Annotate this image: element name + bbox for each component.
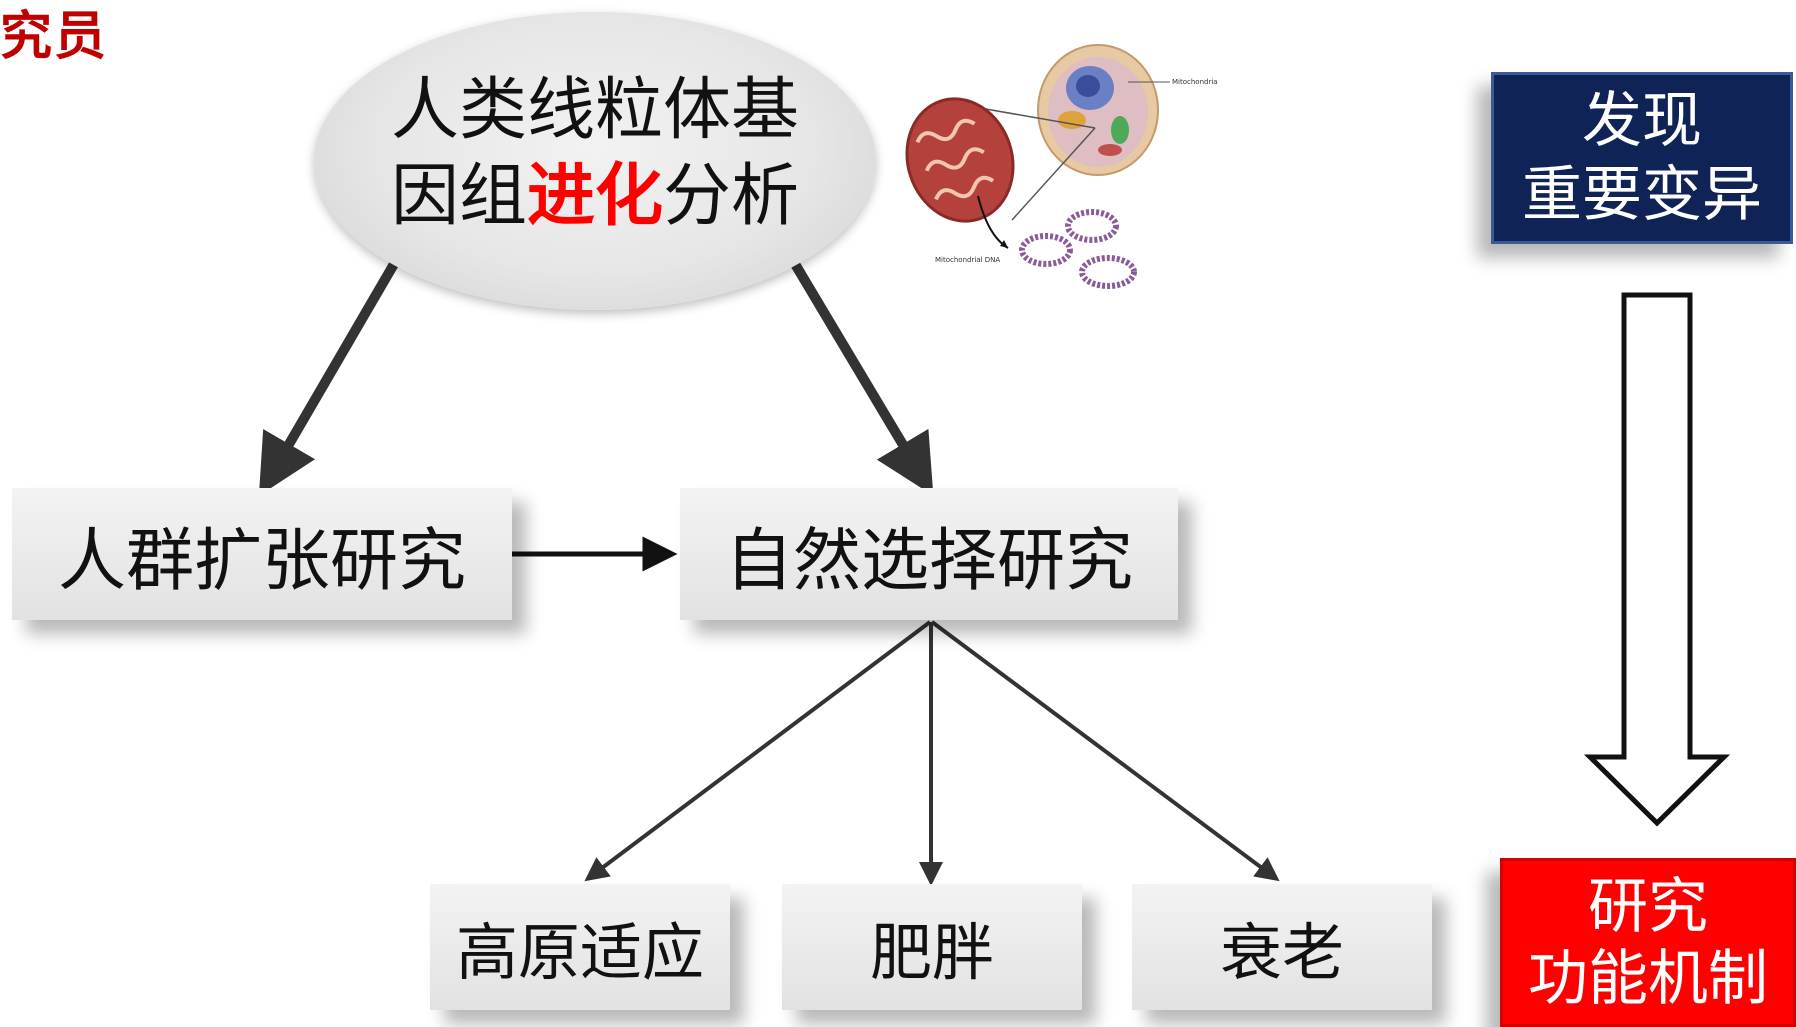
study-line-2: 功能机制 <box>1528 943 1768 1014</box>
ellipse-line-1: 人类线粒体基 <box>390 71 799 150</box>
ellipse-line-2-pre: 因组 <box>390 157 527 236</box>
discover-variants-box: 发现 重要变异 <box>1491 72 1793 244</box>
mitochondria-label: Mitochondria <box>1172 78 1218 86</box>
mtdna-label: Mitochondrial DNA <box>935 256 1000 264</box>
arrow-selection-to-aging <box>930 620 1280 882</box>
aging-label: 衰老 <box>1219 916 1344 989</box>
evolution-analysis-label: 人类线粒体基 因组进化分析 <box>314 68 876 240</box>
obesity-label: 肥胖 <box>869 916 994 989</box>
ellipse-line-2-post: 分析 <box>663 157 800 236</box>
high-altitude-label: 高原适应 <box>455 916 704 989</box>
study-line-1: 研究 <box>1588 871 1708 942</box>
natural-selection-label: 自然选择研究 <box>724 521 1133 601</box>
arrow-ellipse-to-selection <box>790 261 934 496</box>
evolution-analysis-ellipse <box>314 12 876 310</box>
discover-line-2: 重要变异 <box>1522 160 1762 230</box>
population-expansion-label: 人群扩张研究 <box>57 521 466 601</box>
discover-line-1: 发现 <box>1582 86 1702 156</box>
mitochondrion-icon <box>905 97 1015 223</box>
obesity-box: 肥胖 <box>782 884 1082 1010</box>
population-expansion-box: 人群扩张研究 <box>12 488 512 620</box>
mtdna-ring-icon <box>1019 233 1073 267</box>
ellipse-line-2-highlight: 进化 <box>526 157 663 236</box>
natural-selection-box: 自然选择研究 <box>680 488 1178 620</box>
arrow-selection-to-high-altitude <box>584 620 932 882</box>
corner-title-fragment: 究员 <box>0 7 109 67</box>
study-mechanism-box: 研究 功能机制 <box>1500 858 1796 1027</box>
arrow-ellipse-to-population <box>258 261 399 496</box>
aging-box: 衰老 <box>1132 884 1432 1010</box>
high-altitude-box: 高原适应 <box>430 884 730 1010</box>
ellipse-line-2: 因组进化分析 <box>314 154 876 240</box>
hollow-down-arrow <box>1583 292 1731 827</box>
